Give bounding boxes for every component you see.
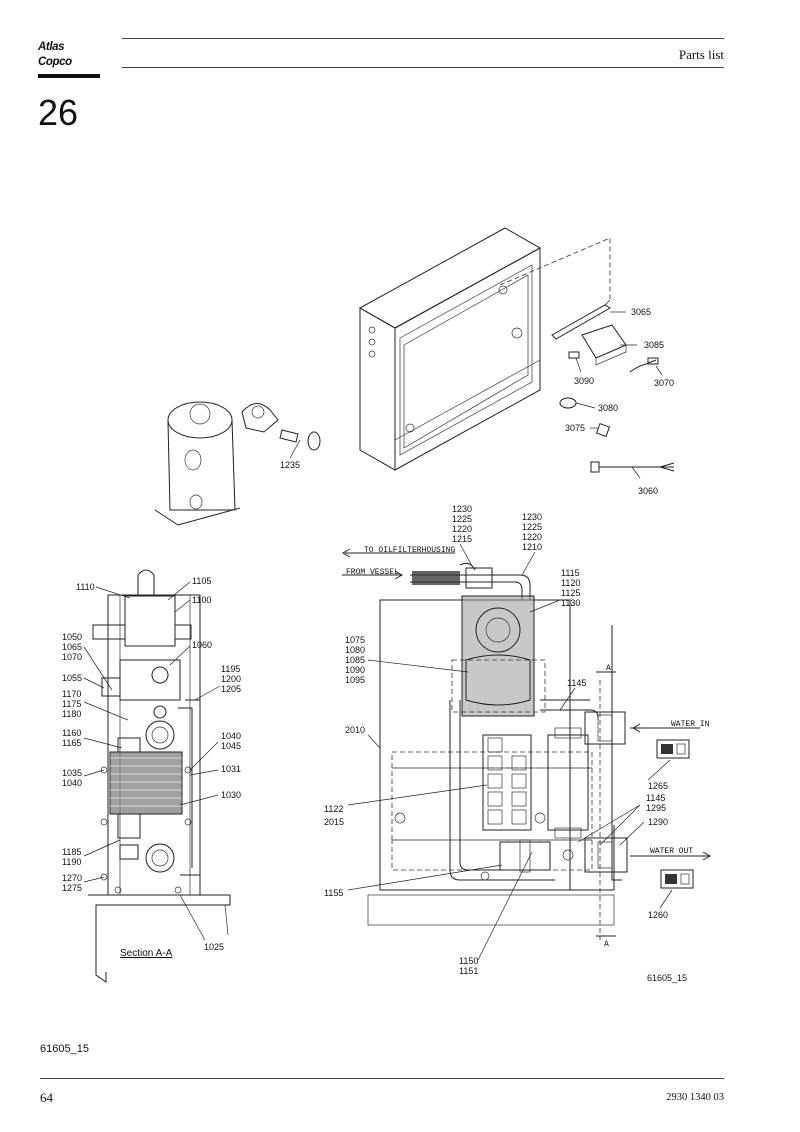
filter-element-fins xyxy=(110,757,182,807)
callout-3070: 3070 xyxy=(654,378,674,388)
callout-1105: 1105 xyxy=(192,576,211,586)
callout-1085: 1085 xyxy=(345,655,365,665)
section-aa-label: Section A-A xyxy=(120,948,173,959)
callout-1070: 1070 xyxy=(62,652,82,662)
warning-labels xyxy=(487,737,527,825)
callout-1160: 1160 xyxy=(62,728,81,738)
callout-1050: 1050 xyxy=(62,632,82,642)
callout-1120: 1120 xyxy=(561,578,580,588)
callout-3080: 3080 xyxy=(598,403,618,413)
callout-1055: 1055 xyxy=(62,673,82,683)
callout-1230-right: 1230 xyxy=(522,512,542,522)
callout-1190: 1190 xyxy=(62,857,81,867)
callout-1270: 1270 xyxy=(62,873,82,883)
callout-1151: 1151 xyxy=(459,966,478,976)
callout-1205: 1205 xyxy=(221,684,241,694)
document-number: 2930 1340 03 xyxy=(666,1092,724,1103)
callout-1045: 1045 xyxy=(221,741,241,751)
callout-1180: 1180 xyxy=(62,709,81,719)
accessory-parts xyxy=(551,304,675,479)
callout-1170: 1170 xyxy=(62,689,81,699)
callout-1090: 1090 xyxy=(345,665,365,675)
section-mark-bottom: A xyxy=(604,940,609,949)
callout-1265: 1265 xyxy=(648,781,668,791)
label-water-out: WATER OUT xyxy=(650,847,693,856)
callout-1295: 1295 xyxy=(646,803,666,813)
callout-1155: 1155 xyxy=(324,888,343,898)
figure-code: 61605_15 xyxy=(40,1043,89,1055)
callout-1200: 1200 xyxy=(221,674,241,684)
callout-3075: 3075 xyxy=(565,423,585,433)
callout-1230-left: 1230 xyxy=(452,504,472,514)
callout-1210: 1210 xyxy=(522,542,542,552)
drawing-figure-code: 61605_15 xyxy=(647,973,687,983)
callout-1031: 1031 xyxy=(221,764,241,774)
callout-1260: 1260 xyxy=(648,910,668,920)
callout-1040-right: 1040 xyxy=(221,731,241,741)
callout-1030: 1030 xyxy=(221,790,241,800)
section-aa-view xyxy=(83,569,231,983)
callout-1100: 1100 xyxy=(192,595,211,605)
atlas-copco-logo: Atlas Copco xyxy=(38,40,100,78)
footer-rule xyxy=(40,1078,724,1079)
callout-1060: 1060 xyxy=(192,640,212,650)
callout-1040-left: 1040 xyxy=(62,778,82,788)
callout-1122: 1122 xyxy=(324,804,343,814)
label-water-in: WATER IN xyxy=(671,720,710,729)
callout-1195: 1195 xyxy=(221,664,240,674)
page-number: 64 xyxy=(40,1090,53,1105)
drawing-labels: TO OILFILTERHOUSING FROM VESSEL WATER IN… xyxy=(62,307,710,983)
callout-1225-right: 1225 xyxy=(522,522,542,532)
callout-1125: 1125 xyxy=(561,588,580,598)
callout-3090: 3090 xyxy=(574,376,594,386)
callout-1220-right: 1220 xyxy=(522,532,542,542)
label-to-oil-filter: TO OILFILTERHOUSING xyxy=(364,546,455,555)
callout-1290: 1290 xyxy=(648,817,668,827)
callout-1275: 1275 xyxy=(62,883,82,893)
callout-1080: 1080 xyxy=(345,645,365,655)
compressor-element xyxy=(154,401,321,526)
callout-1130: 1130 xyxy=(561,598,580,608)
callout-2010: 2010 xyxy=(345,725,365,735)
label-from-vessel: FROM VESSEL xyxy=(346,568,399,577)
main-system-view xyxy=(341,543,712,961)
callout-1185: 1185 xyxy=(62,847,81,857)
callout-1165: 1165 xyxy=(62,738,81,748)
callout-1095: 1095 xyxy=(345,675,365,685)
callout-3085: 3085 xyxy=(644,340,664,350)
callout-1035: 1035 xyxy=(62,768,82,778)
section-title: Parts list xyxy=(678,47,724,62)
chapter-number: 26 xyxy=(38,92,79,133)
callout-3060: 3060 xyxy=(638,486,658,496)
logo-underline xyxy=(38,74,100,78)
callout-1175: 1175 xyxy=(62,699,81,709)
callout-1215: 1215 xyxy=(452,534,472,544)
callout-1110: 1110 xyxy=(76,582,95,592)
callout-1220-left: 1220 xyxy=(452,524,472,534)
callout-1075: 1075 xyxy=(345,635,365,645)
callout-1025: 1025 xyxy=(204,942,224,952)
callout-1145-bottom: 1145 xyxy=(646,793,665,803)
callout-1235: 1235 xyxy=(280,460,300,470)
cabinet-frame xyxy=(358,227,611,471)
callout-3065: 3065 xyxy=(631,307,651,317)
callout-1225-left: 1225 xyxy=(452,514,472,524)
callout-2015: 2015 xyxy=(324,817,344,827)
header-top-rule xyxy=(122,38,724,39)
header-bottom-rule xyxy=(122,67,724,68)
callout-1065: 1065 xyxy=(62,642,82,652)
callout-1145-top: 1145 xyxy=(567,678,586,688)
brand-name: Atlas Copco xyxy=(38,41,72,68)
callout-1150: 1150 xyxy=(459,956,478,966)
section-mark-top: A xyxy=(606,664,611,673)
callout-1115: 1115 xyxy=(561,568,580,578)
